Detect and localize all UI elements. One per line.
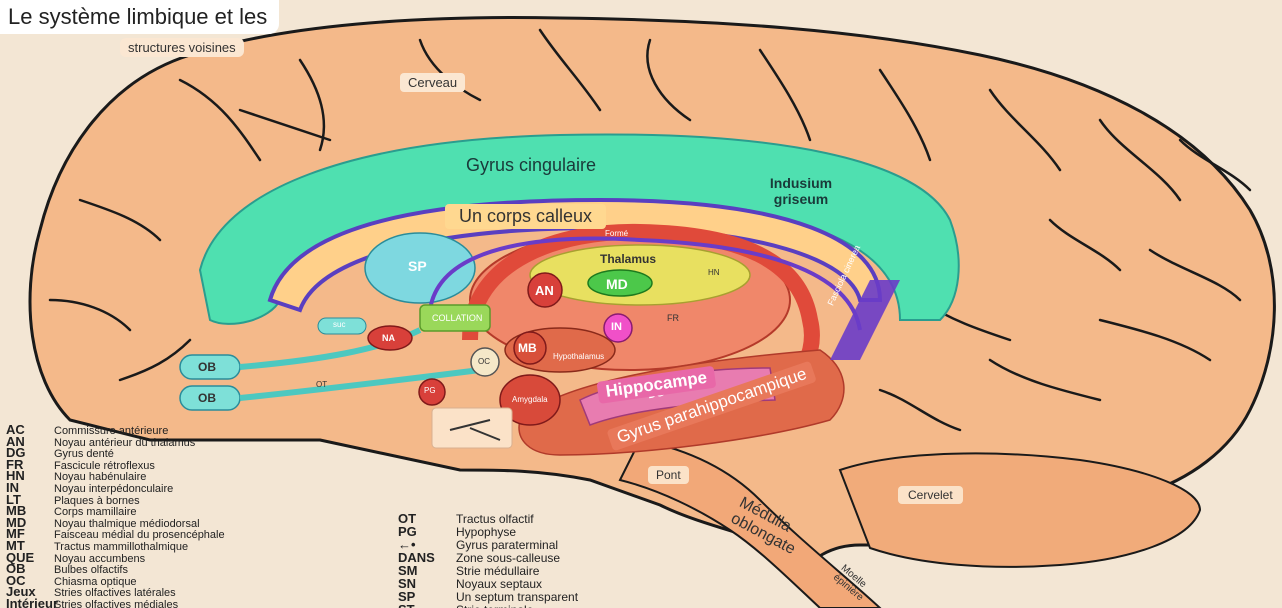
label-gyrus-cingulaire: Gyrus cingulaire: [466, 155, 596, 176]
legend-left-item-row: MFFaisceau médial du prosencéphale: [6, 528, 225, 540]
legend-left-item-text: Commissure antérieure: [54, 426, 168, 438]
label-hn: HN: [708, 268, 720, 277]
label-mb: MB: [518, 341, 537, 355]
legend-right: OTTractus olfactifPGHypophyse←•Gyrus par…: [398, 512, 578, 608]
label-cervelet: Cervelet: [898, 486, 963, 504]
label-an: AN: [535, 283, 554, 298]
label-indusium: Indusium griseum: [745, 173, 857, 209]
label-hypothalamus: Hypothalamus: [553, 352, 604, 361]
page-subtitle: structures voisines: [120, 38, 244, 57]
label-md: MD: [606, 276, 628, 292]
legend-right-item-text: Strie terminale: [456, 604, 533, 608]
label-corps-calleux: Un corps calleux: [445, 204, 606, 229]
legend-left-item-text: Tractus mammillothalmique: [54, 542, 188, 554]
label-pont: Pont: [648, 466, 689, 484]
label-ob-2: OB: [198, 391, 216, 405]
label-na: NA: [382, 333, 395, 343]
legend-left-item-text: Stries olfactives médiales: [54, 600, 178, 608]
label-cerveau: Cerveau: [400, 73, 465, 92]
legend-left-item-row: FRFascicule rétroflexus: [6, 459, 225, 471]
legend-right-item-row: SMStrie médullaire: [398, 564, 578, 577]
label-fr: FR: [667, 313, 679, 323]
legend-left-item-text: Corps mamillaire: [54, 507, 137, 519]
label-amygdala: Amygdala: [512, 395, 548, 404]
legend-left-item-code: Intérieur: [6, 598, 54, 608]
label-ot: OT: [316, 380, 327, 389]
label-forme: Formé: [605, 229, 628, 238]
label-in: IN: [611, 321, 622, 333]
legend-left-item-row: LTPlaques à bornes: [6, 494, 225, 506]
label-indusium-text: Indusium griseum: [770, 175, 832, 207]
label-oc: OC: [478, 357, 490, 366]
legend-left-item-row: ACCommissure antérieure: [6, 424, 225, 436]
page-title: Le système limbique et les: [8, 4, 267, 29]
label-collation: COLLATION: [432, 313, 482, 323]
legend-left-item-text: Noyau interpédonculaire: [54, 484, 173, 496]
label-ob-1: OB: [198, 360, 216, 374]
legend-left-item-text: Bulbes olfactifs: [54, 565, 128, 577]
label-suc: suc: [333, 320, 345, 329]
legend-left-item-row: ANNoyau antérieur du thalamus: [6, 436, 225, 448]
legend-left-item-row: IntérieurStries olfactives médiales: [6, 598, 225, 608]
legend-right-item-code: ST: [398, 603, 456, 608]
label-thalamus: Thalamus: [600, 252, 656, 266]
legend-right-rows: OTTractus olfactifPGHypophyse←•Gyrus par…: [398, 512, 578, 608]
label-sp: SP: [408, 258, 427, 274]
label-pg: PG: [424, 386, 436, 395]
title-box: Le système limbique et les: [0, 0, 279, 34]
